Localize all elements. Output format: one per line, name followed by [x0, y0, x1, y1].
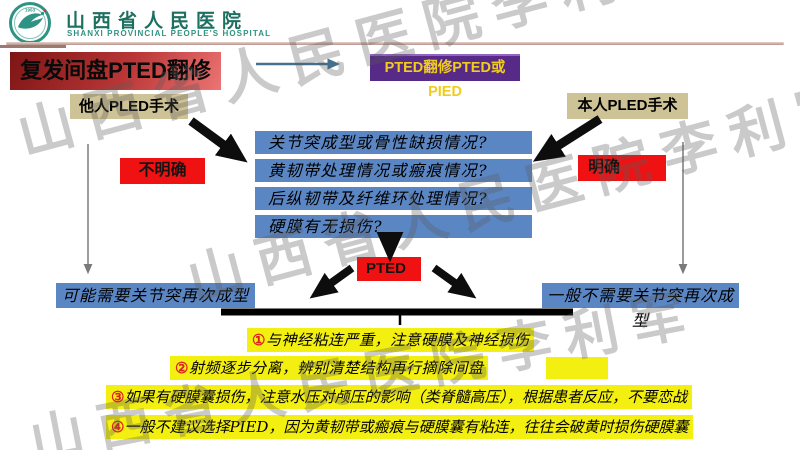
pted-node: PTED — [357, 257, 421, 281]
question-box: 硬膜有无损伤? — [255, 215, 532, 238]
highlight-fragment — [546, 357, 608, 379]
note-number: ④ — [111, 419, 125, 436]
left-source-box: 他人PLED手术 — [70, 94, 188, 119]
hospital-subtitle: SHANXI PROVINCIAL PEOPLE'S HOSPITAL — [67, 29, 272, 38]
revision-options-box: PTED翻修PTED或PIED — [370, 54, 520, 100]
right-status-box: 明确 — [578, 155, 666, 181]
left-outcome-box: 可能需要关节突再次成型 — [56, 283, 255, 308]
dove-icon — [18, 13, 43, 29]
right-source-box: 本人PLED手术 — [567, 93, 688, 119]
note-text: 如果有硬膜囊损伤，注意水压对颅压的影响（类脊髓高压），根据患者反应，不要恋战 — [124, 388, 687, 406]
left-status-box: 不明确 — [120, 158, 205, 184]
hospital-name: 山西省人民医院 — [66, 11, 249, 32]
note-line-4: ④一般不建议选择PIED，因为黄韧带或瘢痕与硬膜囊有粘连，往往会破黄时损伤硬膜囊 — [106, 415, 694, 439]
note-line-3: ③如果有硬膜囊损伤，注意水压对颅压的影响（类脊髓高压），根据患者反应，不要恋战 — [106, 385, 692, 409]
question-box: 黄韧带处理情况或瘢痕情况? — [255, 159, 532, 182]
note-text: 一般不建议选择PIED，因为黄韧带或瘢痕与硬膜囊有粘连，往往会破黄时损伤硬膜囊 — [124, 418, 689, 436]
header-divider — [6, 42, 784, 45]
note-text: 射频逐步分离，辨别清楚结构再行摘除间盘 — [188, 359, 484, 377]
note-line-1: ①与神经粘连严重，注意硬膜及神经损伤 — [247, 328, 535, 352]
note-number: ③ — [111, 389, 125, 406]
arrow-right-source-to-questions — [532, 115, 603, 162]
question-box: 关节突成型或骨性缺损情况? — [255, 131, 532, 154]
arrow-pted-left — [309, 264, 355, 299]
note-text: 与神经粘连严重，注意硬膜及神经损伤 — [265, 331, 530, 349]
hospital-logo-icon: 1953 — [9, 2, 51, 44]
question-box: 后纵韧带及纤维环处理情况? — [255, 187, 532, 210]
page-title: 复发间盘PTED翻修 — [10, 52, 221, 90]
note-line-2: ②射频逐步分离，辨别清楚结构再行摘除间盘 — [170, 356, 489, 380]
note-number: ② — [175, 360, 189, 377]
logo-year: 1953 — [25, 8, 36, 13]
header-divider-accent — [0, 45, 66, 48]
arrow-pted-right — [431, 264, 477, 299]
right-outcome-box: 一般不需要关节突再次成型 — [542, 283, 739, 330]
arrow-left-source-to-questions — [188, 117, 248, 163]
note-number: ① — [252, 332, 266, 349]
